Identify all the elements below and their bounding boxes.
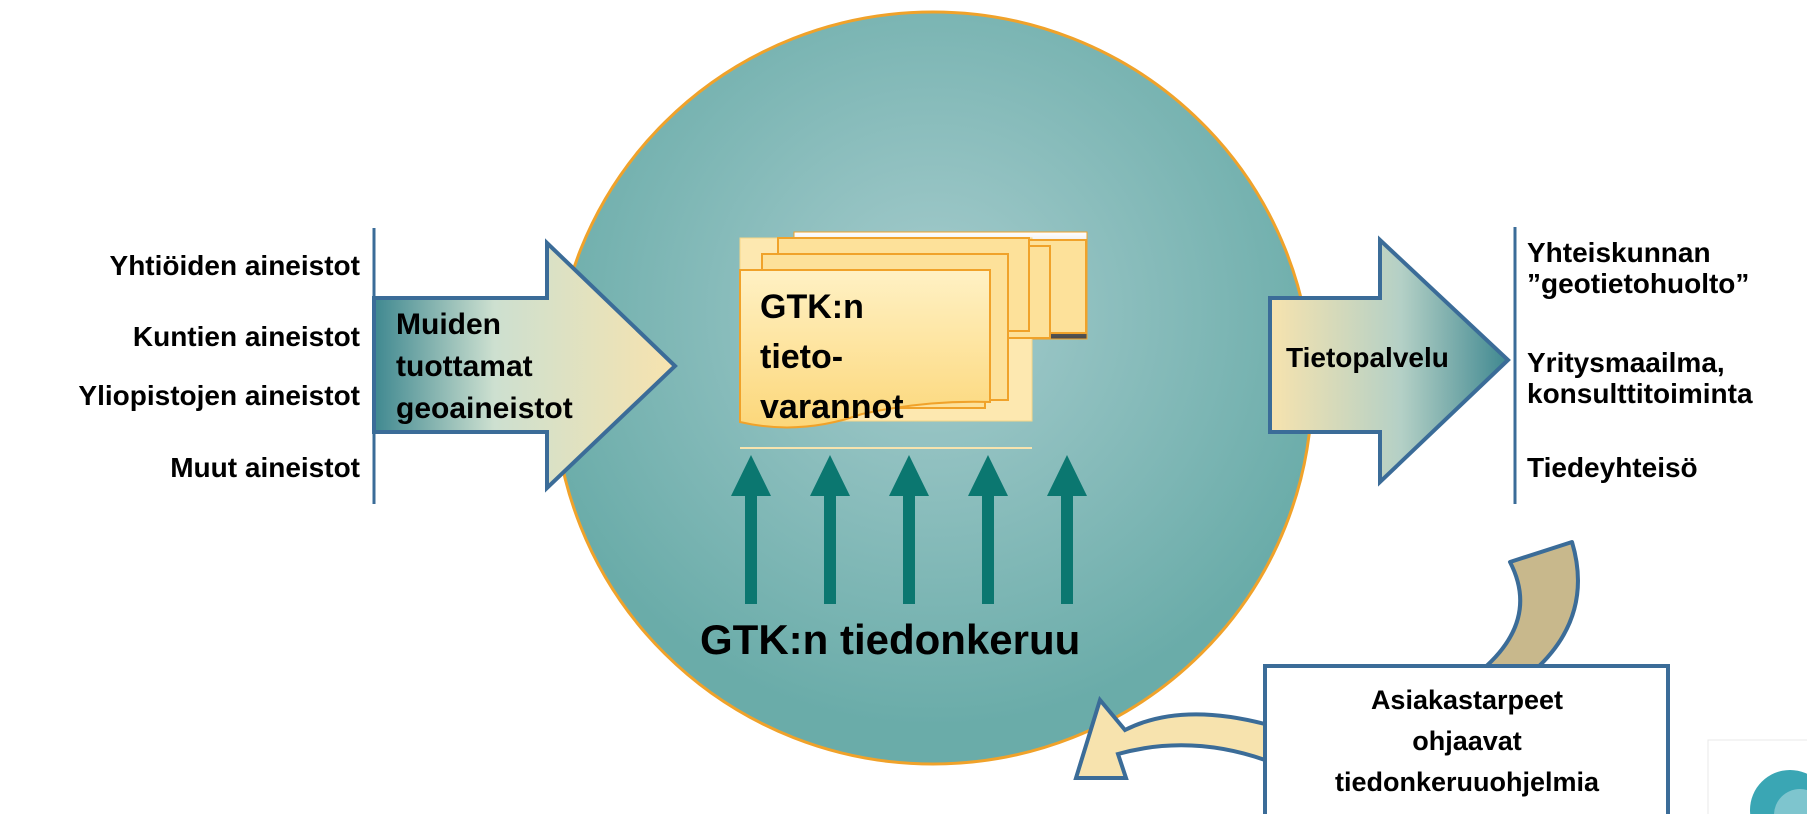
feedback-curve <box>1480 540 1580 672</box>
feedback-label-line2: ohjaavat <box>1412 726 1522 756</box>
source-other: Muut aineistot <box>170 452 360 483</box>
incoming-arrow-label-line2: tuottamat <box>396 350 533 383</box>
feedback-label-line3: tiedonkeruuohjelmia <box>1334 767 1600 797</box>
destination-business-line1: Yritysmaailma, <box>1527 347 1725 378</box>
destination-business: Yritysmaailma, konsulttitoiminta <box>1527 347 1753 410</box>
incoming-arrow-label-line3: geoaineistot <box>396 392 573 425</box>
documents-stack-icon <box>739 231 1088 449</box>
logo-icon <box>1707 739 1807 814</box>
documents-label: GTK:n tieto- varannot <box>760 282 904 432</box>
outgoing-arrow-label: Tietopalvelu <box>1286 342 1449 373</box>
destination-society: Yhteiskunnan ”geotietohuolto” <box>1527 237 1750 300</box>
feedback-label-line1: Asiakastarpeet <box>1370 685 1564 715</box>
up-arrow-1 <box>731 455 771 604</box>
documents-label-line2: tieto- <box>760 338 844 376</box>
destination-science: Tiedeyhteisö <box>1527 452 1698 483</box>
source-companies: Yhtiöiden aineistot <box>109 250 360 281</box>
feedback-label: Asiakastarpeet ohjaavat tiedonkeruuohjel… <box>1264 680 1670 803</box>
upward-arrows <box>731 455 1087 604</box>
up-arrow-5 <box>1047 455 1087 604</box>
up-arrow-3 <box>889 455 929 604</box>
incoming-arrow-label-line1: Muiden <box>396 308 501 341</box>
destination-society-line2: ”geotietohuolto” <box>1527 267 1750 299</box>
documents-label-line3: varannot <box>760 388 904 426</box>
source-municipalities: Kuntien aineistot <box>132 321 360 352</box>
incoming-arrow <box>372 238 678 493</box>
source-universities: Yliopistojen aineistot <box>78 380 360 411</box>
documents-label-line1: GTK:n <box>760 288 864 326</box>
collection-label: GTK:n tiedonkeruu <box>700 616 1081 663</box>
outgoing-arrow <box>1268 235 1511 487</box>
feedback-box <box>1263 664 1670 814</box>
up-arrow-2 <box>810 455 850 604</box>
feedback-arrow <box>1073 695 1267 780</box>
incoming-arrow-label: Muiden tuottamat geoaineistot <box>396 304 573 430</box>
up-arrow-4 <box>968 455 1008 604</box>
destination-society-line1: Yhteiskunnan <box>1527 237 1711 268</box>
destination-business-line2: konsulttitoiminta <box>1527 377 1753 409</box>
